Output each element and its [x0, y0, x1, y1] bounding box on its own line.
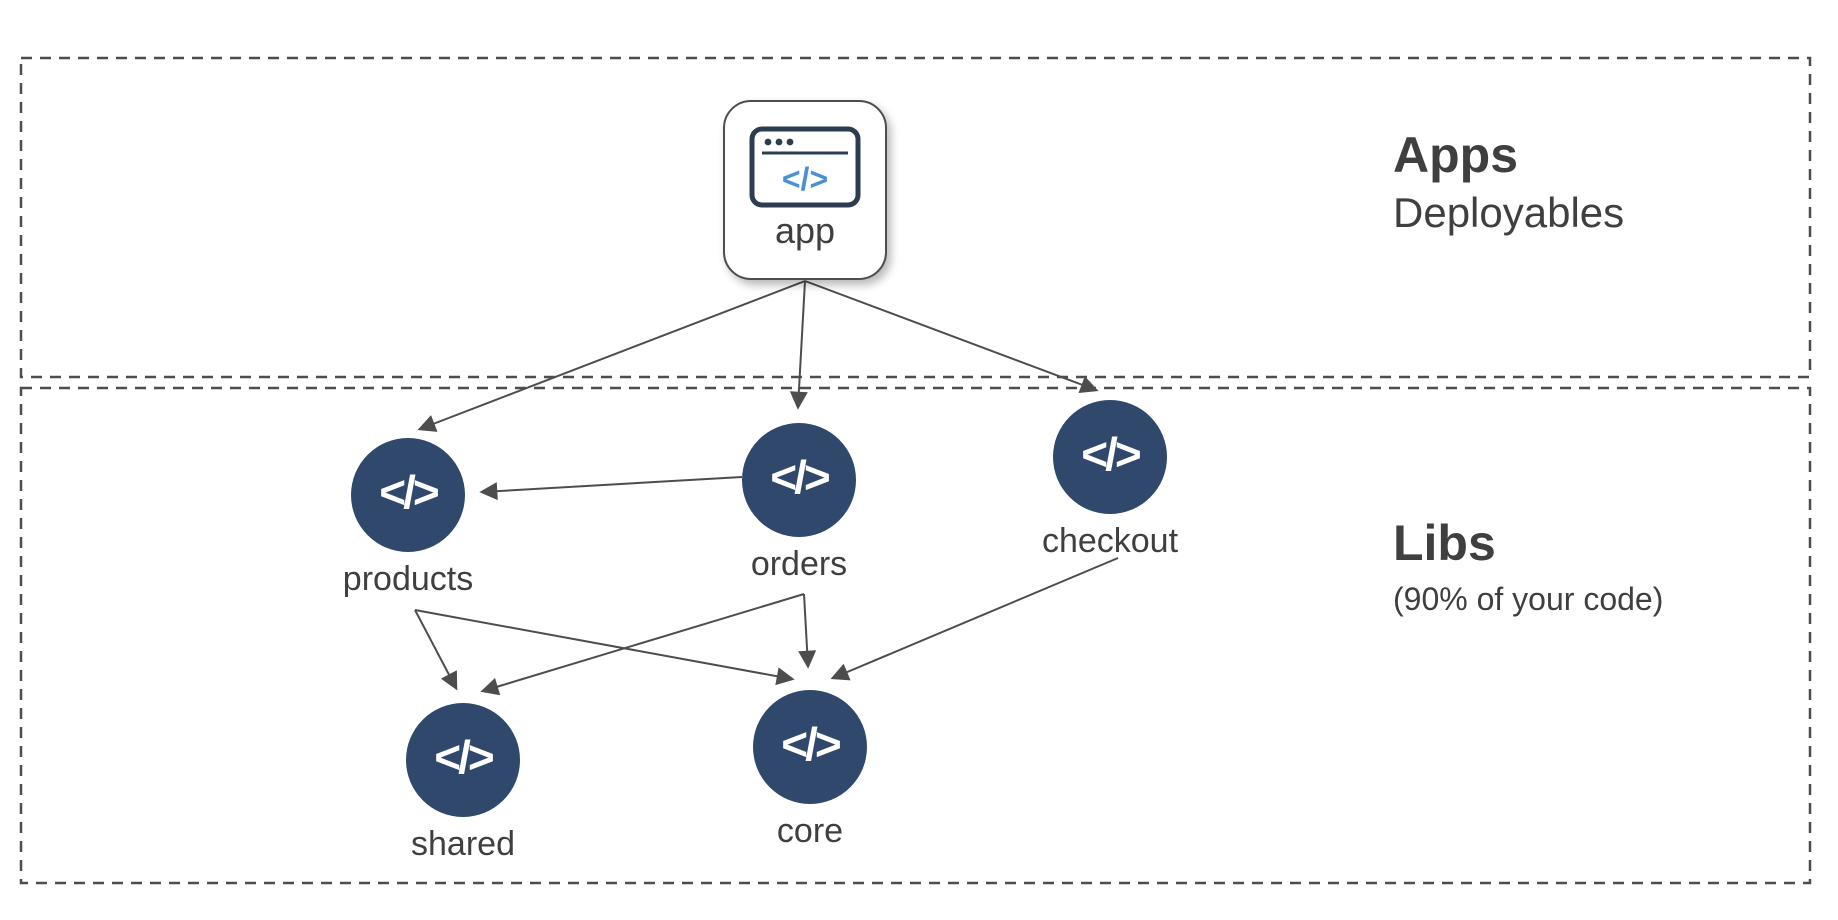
window-dot-icon	[786, 138, 794, 146]
node-label: shared	[411, 825, 515, 863]
edge-app-products	[417, 280, 806, 432]
window-dot-icon	[764, 138, 772, 146]
code-icon: </>	[781, 718, 841, 770]
node-products: </> products	[298, 438, 518, 599]
lib-circle: </>	[742, 423, 856, 537]
code-icon: </>	[782, 161, 828, 197]
node-label: core	[776, 812, 844, 850]
node-label: app	[774, 210, 836, 251]
code-icon: </>	[770, 451, 830, 503]
node-shared: </> shared	[353, 703, 573, 864]
edge-orders-products	[479, 476, 743, 501]
apps-section-subtitle: Deployables	[1393, 189, 1625, 236]
node-label: checkout	[1041, 522, 1179, 560]
code-icon: </>	[379, 466, 439, 518]
code-icon: </>	[1081, 428, 1141, 480]
apps-section-title: Apps	[1393, 127, 1518, 183]
node-label: products	[342, 560, 474, 598]
apps-section-box	[19, 56, 1812, 379]
node-checkout: </> checkout	[1000, 400, 1220, 561]
window-dot-icon	[775, 138, 783, 146]
edge-app-checkout	[804, 280, 1099, 394]
libs-section-box	[19, 386, 1812, 885]
code-icon: </>	[434, 731, 494, 783]
edge-orders-shared	[480, 593, 805, 696]
edge-products-shared	[414, 609, 458, 691]
node-core: </> core	[700, 690, 920, 851]
lib-circle: </>	[753, 690, 867, 804]
edge-products-core	[414, 609, 795, 686]
edge-checkout-core	[830, 557, 1119, 681]
lib-circle: </>	[1053, 400, 1167, 514]
lib-circle: </>	[351, 438, 465, 552]
browser-window-icon: </>	[749, 126, 861, 208]
edge-app-orders	[789, 280, 808, 410]
lib-circle: </>	[406, 703, 520, 817]
node-orders: </> orders	[689, 423, 909, 584]
node-label: orders	[750, 545, 848, 583]
libs-section-subtitle: (90% of your code)	[1393, 581, 1664, 617]
libs-section-title: Libs	[1393, 515, 1496, 571]
edge-orders-core	[798, 593, 817, 669]
node-app: </> app	[723, 100, 887, 280]
